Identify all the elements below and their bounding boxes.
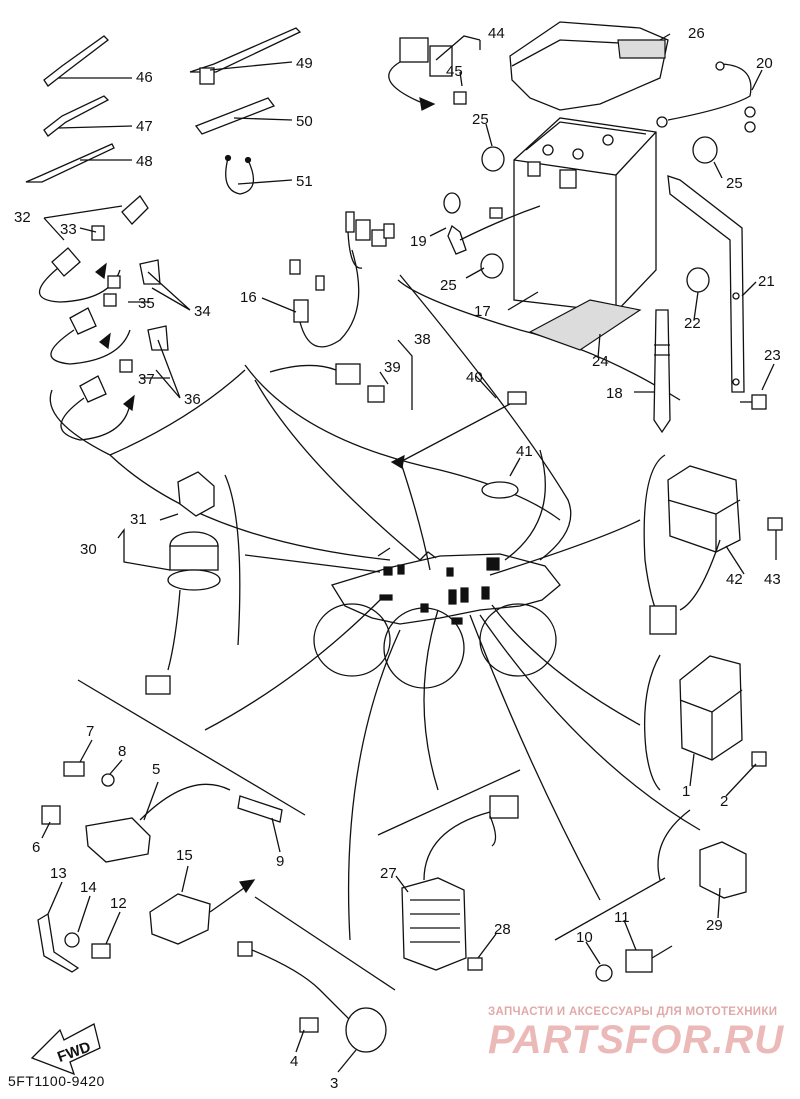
wiring-16 [289, 211, 395, 348]
callout-33: 33 [60, 221, 77, 238]
callout-36: 36 [184, 391, 201, 408]
sensor-32-33 [38, 195, 149, 303]
callout-8: 8 [118, 743, 126, 760]
cover-29 [699, 841, 747, 899]
callout-4: 4 [290, 1053, 298, 1070]
callout-5: 5 [152, 761, 160, 778]
watermark-tagline: ЗАПЧАСТИ И АКСЕССУАРЫ ДЛЯ МОТОТЕХНИКИ [488, 1006, 778, 1018]
callout-17: 17 [474, 303, 491, 320]
callout-42: 42 [726, 571, 743, 588]
callout-51: 51 [296, 173, 313, 190]
callout-22: 22 [684, 315, 701, 332]
band-ties-46-48 [25, 35, 115, 183]
diagram-code: 5FT1100-9420 [8, 1073, 105, 1089]
lead-40 [390, 391, 527, 469]
callout-29: 29 [706, 917, 723, 934]
callout-19: 19 [410, 233, 427, 250]
callout-32: 32 [14, 209, 31, 226]
callout-31: 31 [130, 511, 147, 528]
callout-49: 49 [296, 55, 313, 72]
pickup-coil-3 [237, 941, 387, 1053]
battery-band-21 [667, 175, 745, 393]
callout-6: 6 [32, 839, 40, 856]
callout-14: 14 [80, 879, 97, 896]
callout-50: 50 [296, 113, 313, 130]
callout-3: 3 [330, 1075, 338, 1092]
callout-46: 46 [136, 69, 153, 86]
battery-pad-24 [528, 299, 642, 351]
ignition-coil-5 [41, 761, 283, 863]
callout-25-top: 25 [472, 111, 489, 128]
callout-25-mid: 25 [440, 277, 457, 294]
callout-48: 48 [136, 153, 153, 170]
callout-45: 45 [446, 63, 463, 80]
relay-assembly-44 [388, 37, 467, 111]
callout-24: 24 [592, 353, 609, 370]
battery-cover-26 [509, 21, 669, 111]
sensor-15 [149, 879, 256, 945]
callout-34: 34 [194, 303, 211, 320]
atv-outline [313, 547, 561, 689]
breather-hose-18 [653, 309, 671, 434]
sensor-34-35 [50, 259, 161, 365]
callout-20: 20 [756, 55, 773, 72]
callout-43: 43 [764, 571, 781, 588]
group-brackets [49, 279, 691, 991]
rectifier-27 [401, 795, 519, 971]
cdi-unit-1 [679, 655, 743, 761]
callout-28: 28 [494, 921, 511, 938]
watermark-logo: PARTSFOR.RU [488, 1018, 785, 1062]
parts-49-51 [189, 27, 302, 195]
callout-47: 47 [136, 118, 153, 135]
callout-26: 26 [688, 25, 705, 42]
bolt-23 [740, 394, 767, 410]
callout-9: 9 [276, 853, 284, 870]
leader-curves [109, 274, 701, 941]
bolt-43 [767, 517, 783, 531]
callout-2: 2 [720, 793, 728, 810]
gasket-10 [595, 964, 613, 982]
callout-16: 16 [240, 289, 257, 306]
callout-15: 15 [176, 847, 193, 864]
bolt-28 [467, 957, 483, 971]
callout-39: 39 [384, 359, 401, 376]
main-switch-30-31 [145, 471, 221, 695]
part-callouts: 46 47 48 49 50 51 32 33 34 35 36 37 31 3… [14, 25, 781, 1092]
battery-17 [513, 117, 657, 313]
callout-27: 27 [380, 865, 397, 882]
callout-37: 37 [138, 371, 155, 388]
callout-40: 40 [466, 369, 483, 386]
callout-1: 1 [682, 783, 690, 800]
label-leaders [41, 33, 777, 1073]
callout-10: 10 [576, 929, 593, 946]
stay-13-14-12 [37, 912, 111, 973]
relay-39 [269, 363, 385, 403]
callout-12: 12 [110, 895, 127, 912]
fwd-arrow: FWD [30, 1023, 101, 1076]
callout-35: 35 [138, 295, 155, 312]
callout-25-right: 25 [726, 175, 743, 192]
callout-21: 21 [758, 273, 775, 290]
sensor-36-37 [60, 325, 169, 441]
callout-23: 23 [764, 347, 781, 364]
switch-11 [625, 945, 673, 973]
bolt-2 [751, 751, 767, 767]
callout-11: 11 [614, 909, 630, 926]
callout-7: 7 [86, 723, 94, 740]
callout-44: 44 [488, 25, 505, 42]
callout-41: 41 [516, 443, 533, 460]
callout-30: 30 [80, 541, 97, 558]
callout-13: 13 [50, 865, 67, 882]
callout-38: 38 [414, 331, 431, 348]
callout-18: 18 [606, 385, 623, 402]
regulator-42 [649, 465, 741, 635]
battery-lead-19 [443, 192, 541, 255]
part-41 [481, 481, 519, 499]
battery-lead-20 [656, 61, 756, 133]
